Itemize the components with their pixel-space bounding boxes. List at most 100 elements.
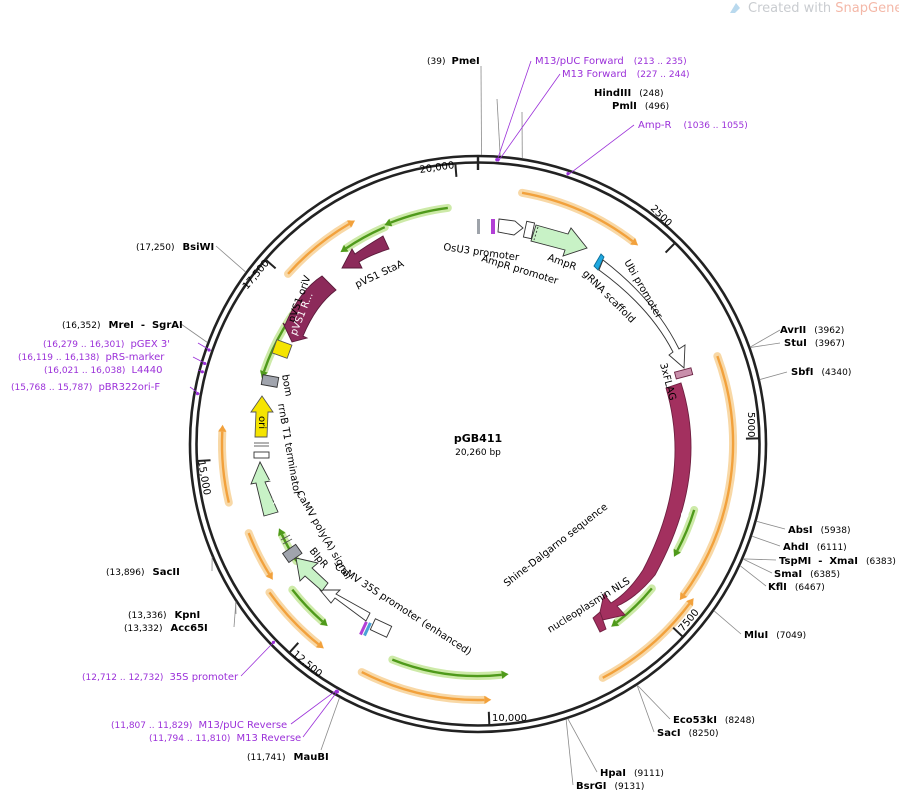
enzyme-ahdi[interactable]: AhdI(6111) [783, 542, 847, 553]
primer-leader-27 [302, 689, 339, 738]
enzyme-pmei[interactable]: (39)PmeI [427, 56, 480, 67]
camv-35s-promoter-arrow[interactable] [319, 589, 371, 622]
primer-m13-puc-reverse[interactable]: (11,807 .. 11,829)M13/pUC Reverse [111, 720, 287, 731]
enzyme-leader-16 [320, 697, 340, 751]
enzyme-absi[interactable]: AbsI(5938) [788, 525, 851, 536]
enzyme-kpni[interactable]: (13,336)KpnI [128, 610, 200, 621]
pvs1-oriv-marker[interactable] [271, 339, 293, 359]
enzyme-mrei-sgrai[interactable]: (16,352)MreI - SgrAI [62, 320, 183, 331]
orf-9 [611, 584, 656, 627]
enzyme-stui[interactable]: StuI(3967) [784, 338, 845, 349]
enzyme-smai[interactable]: SmaI(6385) [774, 569, 840, 580]
features [250, 218, 694, 638]
orf-line [615, 587, 653, 624]
label-3xflag: 3xFLAG [657, 362, 678, 402]
bom-marker[interactable] [260, 374, 280, 388]
enzyme-acc65i[interactable]: (13,332)Acc65I [124, 623, 208, 634]
label-ori: ori [256, 416, 267, 429]
orf-line [287, 222, 350, 275]
osu3-promoter-marker[interactable] [477, 219, 480, 234]
primer-amp-r[interactable]: Amp-R(1036 .. 1055) [638, 120, 748, 131]
primer-m13-reverse[interactable]: (11,794 .. 11,810)M13 Reverse [149, 733, 301, 744]
primer-m13-puc-forward[interactable]: M13/pUC Forward(213 .. 235) [535, 56, 687, 67]
ampr-arrow[interactable] [530, 224, 588, 257]
enzyme-leader-7 [751, 535, 781, 547]
primer-site-23 [496, 158, 500, 162]
orf-line [602, 602, 691, 679]
blpr-arrow[interactable] [295, 557, 329, 592]
primer-35s-promoter[interactable]: (12,712 .. 12,732)35S promoter [82, 672, 239, 683]
primer-m13-forward[interactable]: M13 Forward(227 .. 244) [562, 69, 690, 80]
osu3-promoter-arrow[interactable] [497, 218, 524, 236]
primer-l4440[interactable]: (16,021 .. 16,038)L4440 [44, 365, 162, 376]
ori-arrow[interactable] [250, 395, 274, 438]
enzyme-hpai[interactable]: HpaI(9111) [600, 768, 664, 779]
enzyme-hindiii[interactable]: HindIII(248) [594, 88, 663, 99]
orf-0 [518, 188, 639, 246]
enzyme-pmli[interactable]: PmlI(496) [612, 101, 669, 112]
enzyme-sbfi[interactable]: SbfI(4340) [791, 367, 851, 378]
enzyme-mlui[interactable]: MluI(7049) [744, 630, 806, 641]
tick-mark-10000 [487, 711, 491, 725]
enzyme-leader-4 [750, 342, 781, 348]
primer-pgex-3[interactable]: (16,279 .. 16,301)pGEX 3' [43, 339, 170, 350]
tick-mark-17500 [265, 259, 277, 270]
label-shine-dalgarno: Shine-Dalgarno sequence [502, 502, 610, 590]
primer-pbr322ori-f[interactable]: (15,768 .. 15,787)pBR322ori-F [11, 382, 160, 393]
camv-polya-marker[interactable] [281, 543, 303, 564]
orf-11 [288, 585, 328, 627]
enzyme-tspmi-xmai[interactable]: TspMI - XmaI(6383) [779, 556, 896, 567]
grna-scaffold-marker[interactable] [593, 253, 605, 271]
tick-label-20000: 20,000 [419, 160, 455, 176]
orf-15 [384, 203, 452, 227]
orf-line [682, 355, 735, 596]
tick-label-2500: 2500 [648, 203, 674, 229]
primer-labels: M13/pUC Forward(213 .. 235) M13 Forward(… [11, 56, 748, 744]
enzyme-saci[interactable]: SacI(8250) [657, 728, 719, 739]
orf-line [361, 671, 485, 702]
ubi-promoter-arrow[interactable] [598, 259, 686, 369]
tick-mark-2500 [664, 242, 676, 254]
orf-head [319, 618, 328, 627]
orf-head [679, 592, 688, 601]
enzyme-eco53ki[interactable]: Eco53kI(8248) [673, 715, 755, 726]
nls-marker[interactable] [592, 611, 607, 633]
enzyme-leader-20 [180, 323, 208, 343]
primer-prs-marker[interactable]: (16,119 .. 16,138)pRS-marker [18, 352, 165, 363]
enzyme-avrii[interactable]: AvrII(3962) [780, 325, 844, 336]
pvs1-rep-arrow[interactable] [282, 275, 337, 343]
3xflag-marker[interactable] [673, 367, 694, 380]
orf-head [265, 571, 273, 580]
orf-line [268, 591, 320, 646]
orf-head [315, 641, 324, 649]
leader-lines [180, 60, 788, 786]
tick-label-5000: 5000 [745, 412, 756, 437]
enzyme-bsrgi[interactable]: BsrGI(9131) [576, 781, 644, 792]
label-ampr: AmpR [546, 252, 578, 273]
orf-line [247, 532, 271, 575]
snapgene-logo-icon [730, 3, 740, 13]
tick-mark-15000 [197, 459, 211, 462]
enzyme-leader-11 [713, 610, 742, 635]
enzyme-sacii[interactable]: (13,896)SacII [106, 567, 180, 578]
kanr-arrow[interactable] [250, 460, 279, 517]
ampr-promoter-box[interactable] [522, 220, 536, 240]
enzyme-leader-15 [565, 719, 574, 786]
plasmid-size: 20,260 bp [455, 448, 501, 458]
enzyme-leader-1 [496, 98, 501, 156]
small-feature-marker[interactable] [491, 219, 495, 234]
enzyme-bsiwi[interactable]: (17,250)BsiWI [136, 242, 214, 253]
orf-14 [340, 223, 389, 253]
primer-site-29 [203, 361, 207, 366]
orf-7 [284, 220, 356, 278]
orf-head [260, 370, 268, 378]
label-pvs1-staa: pVS1 StaA [354, 259, 406, 291]
camv-box[interactable] [369, 618, 393, 638]
orf-10 [388, 655, 509, 680]
rrnb-t1-terminator-box[interactable] [253, 451, 270, 459]
enzyme-maubi[interactable]: (11,741)MauBI [247, 752, 329, 763]
orf-line [521, 191, 634, 243]
pvs1-staa-arrow[interactable] [341, 235, 390, 269]
enzyme-kfli[interactable]: KflI(6467) [768, 582, 825, 593]
